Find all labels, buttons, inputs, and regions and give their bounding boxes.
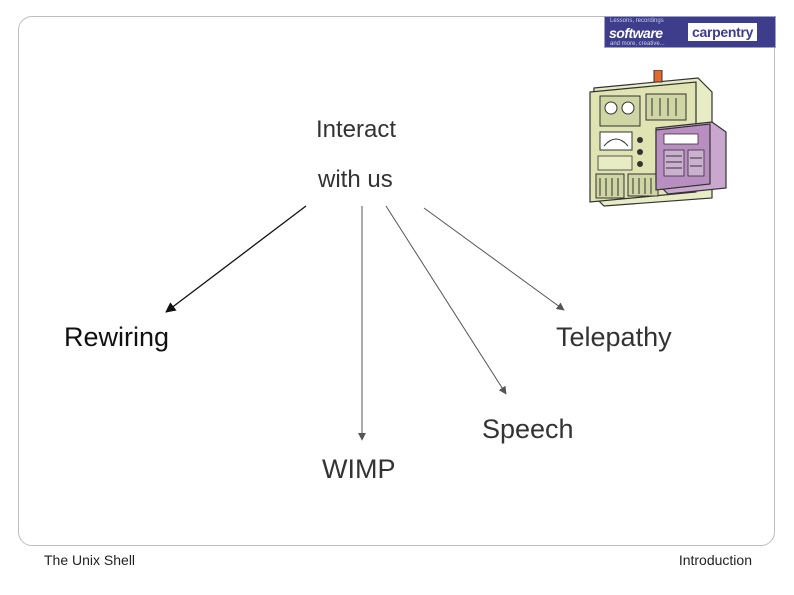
node-wimp: WIMP	[322, 454, 396, 484]
node-telepathy: Telepathy	[556, 322, 672, 352]
logo-word-software: software	[609, 25, 663, 41]
node-speech: Speech	[482, 414, 574, 444]
footer-section-title: Introduction	[678, 552, 752, 568]
software-carpentry-logo: Lessons, recordings software carpentry a…	[604, 16, 776, 48]
logo-tagline-top: Lessons, recordings	[610, 18, 664, 24]
node-rewiring: Rewiring	[64, 322, 170, 352]
footer-course-title: The Unix Shell	[44, 552, 136, 568]
center-label-line1: Interact	[316, 116, 397, 143]
logo-word-carpentry: carpentry	[688, 23, 758, 41]
arrow-to-telepathy	[423, 207, 565, 311]
logo-tagline-bottom: and more, creative...	[610, 41, 665, 47]
arrow-to-rewiring	[165, 205, 307, 313]
center-label-line2: with us	[318, 166, 393, 193]
slide-frame	[18, 16, 775, 546]
arrow-to-speech	[385, 205, 507, 395]
computer-clipart	[589, 70, 727, 207]
